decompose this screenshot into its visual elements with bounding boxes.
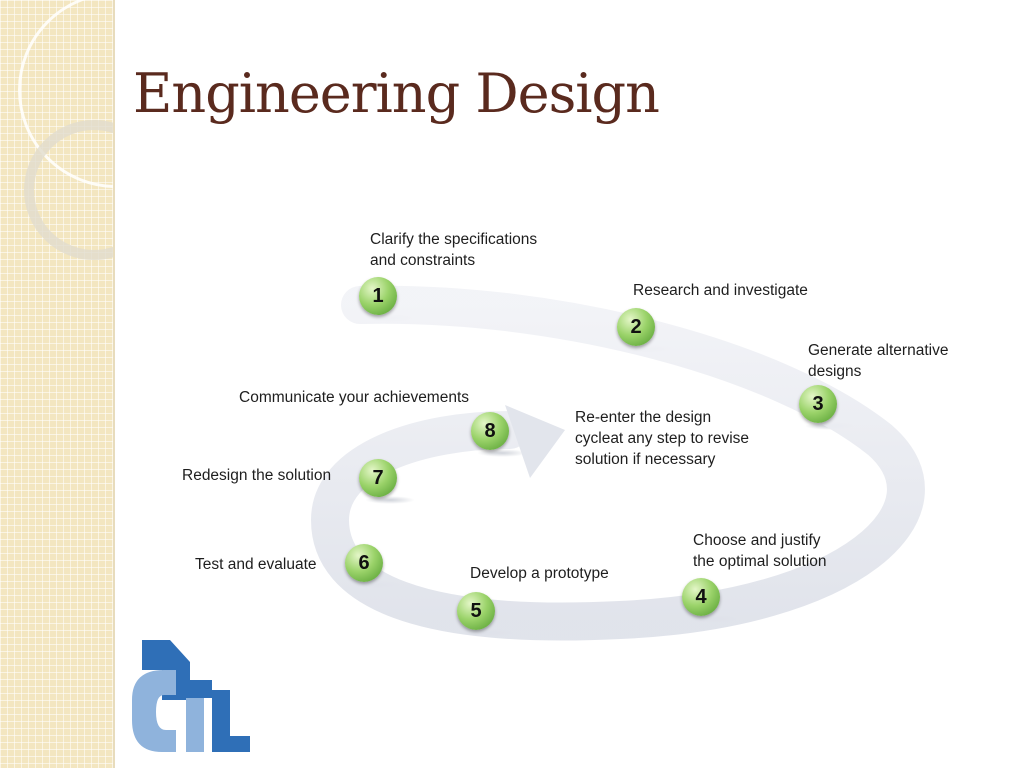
center-note: Re-enter the design cycleat any step to …: [575, 407, 749, 470]
decorative-sidebar: [0, 0, 115, 768]
step-label-line: Clarify the specifications: [370, 231, 538, 248]
step-6-badge: 6: [345, 544, 401, 589]
step-label-line: Redesign the solution: [182, 467, 332, 484]
step-label-line: Research and investigate: [633, 282, 808, 299]
ctl-logo: [132, 640, 250, 752]
step-label-line: Generate alternative: [808, 342, 949, 359]
cycle-band-outer: [310, 285, 925, 641]
center-note-line: solution if necessary: [575, 451, 716, 468]
step-label-line: Choose and justify: [693, 532, 821, 549]
step-1-badge: 1: [359, 277, 415, 322]
step-label-line: designs: [808, 363, 862, 380]
step-3-badge: 3: [799, 385, 855, 430]
step-7-badge: 7: [359, 459, 415, 504]
step-4-label: Choose and justify the optimal solution: [693, 530, 827, 572]
step-5-badge: 5: [457, 592, 513, 637]
step-1-label: Clarify the specifications and constrain…: [370, 229, 537, 271]
step-2-badge: 2: [617, 308, 673, 353]
center-note-line: cycleat any step to revise: [575, 430, 750, 447]
step-label-line: the optimal solution: [693, 553, 827, 570]
step-8-badge: 8: [471, 412, 527, 457]
step-label-line: Communicate your achievements: [239, 389, 470, 406]
decor-ring-small: [24, 120, 113, 260]
step-label-line: and constraints: [370, 252, 476, 269]
step-3-label: Generate alternative designs: [808, 340, 948, 382]
center-note-line: Re-enter the design: [575, 409, 712, 426]
cycle-arrowhead: [505, 405, 565, 478]
step-4-badge: 4: [682, 578, 738, 623]
step-8-label: Communicate your achievements: [239, 387, 469, 408]
step-7-label: Redesign the solution: [182, 465, 331, 486]
step-2-label: Research and investigate: [633, 280, 808, 301]
step-label-line: Test and evaluate: [195, 556, 317, 573]
slide-title: Engineering Design: [133, 62, 660, 125]
step-6-label: Test and evaluate: [195, 554, 317, 575]
step-5-label: Develop a prototype: [470, 563, 609, 584]
step-label-line: Develop a prototype: [470, 565, 609, 582]
